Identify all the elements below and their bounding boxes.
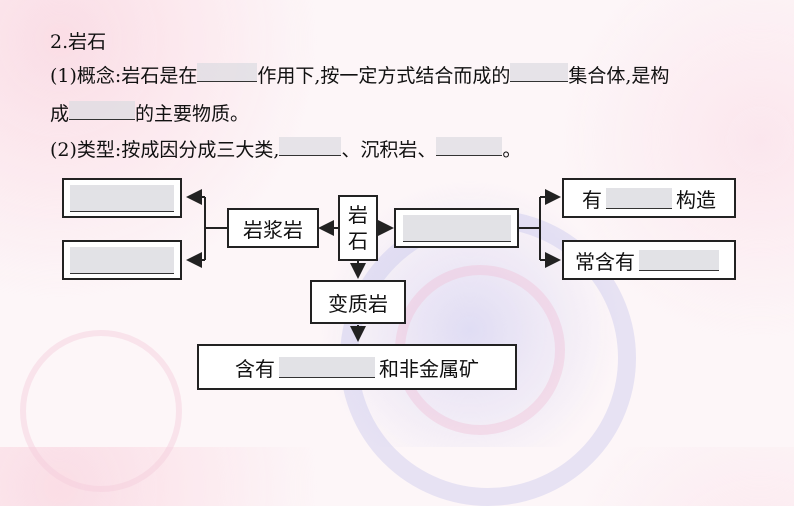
types-line: (2)类型:按成因分成三大类, 、沉积岩、 。 [50, 136, 521, 164]
blank-metal-ore[interactable] [279, 356, 375, 378]
minerals-suffix: 和非金属矿 [379, 356, 479, 381]
structure-box: 有 构造 [562, 178, 736, 218]
types-prefix: (2)类型:按成因分成三大类, [50, 139, 280, 161]
rock-center-box: 岩 石 [338, 195, 378, 261]
concept-line-1: (1)概念:岩石是在 作用下,按一定方式结合而成的 集合体,是构 [50, 62, 669, 90]
section-heading: 2.岩石 [50, 31, 107, 53]
structure-prefix: 有 [582, 187, 602, 212]
blank-type-2[interactable] [436, 137, 503, 156]
contains-prefix: 常含有 [575, 249, 635, 274]
concept-line2-suffix: 的主要物质。 [135, 103, 250, 125]
blank-action[interactable] [197, 63, 258, 82]
right-middle-blank[interactable] [402, 214, 511, 242]
magmatic-rock-label: 岩浆岩 [243, 217, 303, 242]
rock-center-bottom: 石 [348, 229, 368, 253]
metamorphic-rock-box: 变质岩 [310, 280, 406, 324]
blank-structure[interactable] [606, 187, 672, 209]
contains-box: 常含有 [562, 240, 736, 280]
rock-center-top: 岩 [348, 203, 368, 227]
blank-contains[interactable] [639, 249, 719, 271]
concept-prefix: (1)概念:岩石是在 [50, 65, 198, 87]
magmatic-rock-box: 岩浆岩 [227, 208, 319, 248]
concept-line2-prefix: 成 [50, 103, 70, 125]
blank-substance[interactable] [510, 63, 569, 82]
minerals-prefix: 含有 [235, 356, 275, 381]
left-top-blank[interactable] [70, 184, 174, 212]
concept-line-2: 成 的主要物质。 [50, 100, 249, 128]
structure-suffix: 构造 [676, 187, 716, 212]
types-mid: 、沉积岩、 [341, 139, 437, 161]
concept-mid: 作用下,按一定方式结合而成的 [257, 65, 511, 87]
blank-type-1[interactable] [279, 137, 342, 156]
diagram-connectors [186, 189, 561, 342]
left-bottom-blank-box[interactable] [62, 240, 182, 280]
types-end: 。 [502, 139, 522, 161]
right-middle-blank-box[interactable] [394, 208, 519, 248]
left-top-blank-box[interactable] [62, 178, 182, 218]
metamorphic-rock-label: 变质岩 [328, 291, 388, 316]
blank-crust[interactable] [69, 101, 136, 120]
minerals-box: 含有 和非金属矿 [197, 344, 517, 390]
left-bottom-blank[interactable] [70, 246, 174, 274]
concept-suffix: 集合体,是构 [568, 65, 670, 87]
